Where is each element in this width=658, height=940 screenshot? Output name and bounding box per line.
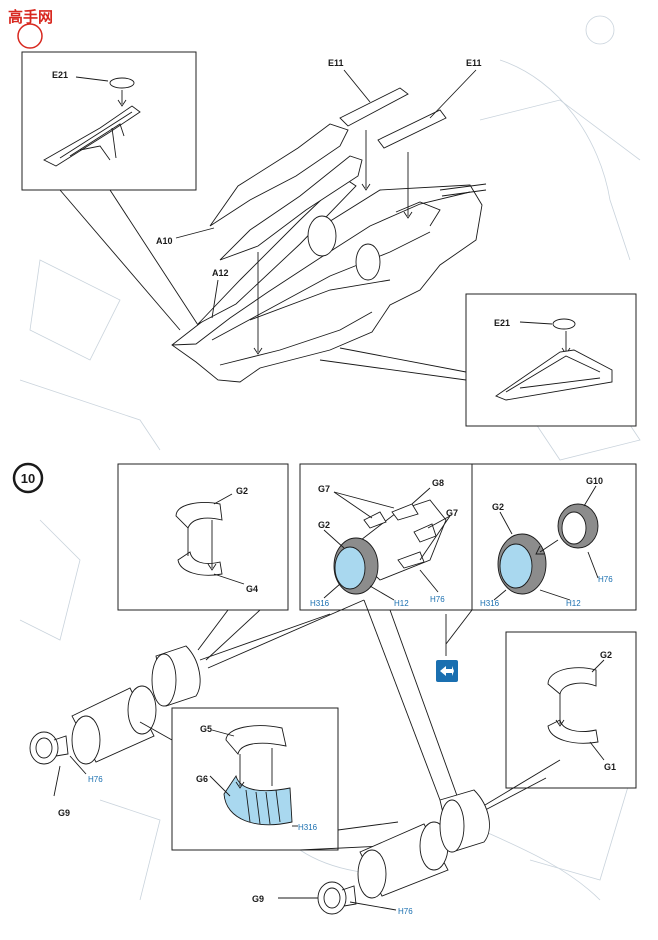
detail-e21-top-left xyxy=(43,76,141,167)
label-g8: G8 xyxy=(432,478,444,488)
label-g9-bottom: G9 xyxy=(252,894,264,904)
label-g5: G5 xyxy=(200,724,212,734)
detail-g2-g10-parts xyxy=(493,485,599,601)
label-g7-left: G7 xyxy=(318,484,330,494)
label-g1: G1 xyxy=(604,762,616,772)
label-a12: A12 xyxy=(212,268,229,278)
label-g2-box4: G2 xyxy=(600,650,612,660)
paint-code-h316-b: H316 xyxy=(480,599,500,608)
exhaust-bottom-assembly xyxy=(278,789,490,915)
detail-g2-g4 xyxy=(117,463,289,611)
label-a10: A10 xyxy=(156,236,173,246)
detail-g2-g4-parts xyxy=(175,493,245,585)
detail-g5-g6-parts xyxy=(209,725,298,827)
leader-inset-right-2 xyxy=(339,347,467,373)
paint-code-h76-b: H76 xyxy=(598,575,613,584)
fuselage-assembly xyxy=(171,123,487,383)
leader-inset-right xyxy=(319,359,467,381)
label-e21-top: E21 xyxy=(52,70,68,80)
step-number: 10 xyxy=(21,471,35,486)
paint-code-h12-b: H12 xyxy=(566,599,581,608)
swap-choice-icon xyxy=(436,609,473,682)
leader-inset-top-left xyxy=(109,189,199,326)
detail-g2-g1 xyxy=(505,631,637,789)
label-e11-left: E11 xyxy=(328,58,344,68)
label-g2-box1: G2 xyxy=(236,486,248,496)
label-e11-right: E11 xyxy=(466,58,482,68)
paint-code-h76-left: H76 xyxy=(88,775,103,784)
detail-g2-g1-parts xyxy=(547,659,605,761)
detail-inset-top-left xyxy=(21,51,197,191)
exhaust-left-assembly xyxy=(29,645,201,797)
label-g10: G10 xyxy=(586,476,603,486)
leader-box5 xyxy=(139,721,173,741)
paint-code-h76-a: H76 xyxy=(430,595,445,604)
label-g4: G4 xyxy=(246,584,258,594)
step-badge: 10 xyxy=(12,462,44,494)
detail-g2-g10 xyxy=(471,463,637,611)
part-e11-right xyxy=(377,69,477,219)
detail-e21-right xyxy=(495,318,613,401)
paint-code-h76-bottom: H76 xyxy=(398,907,413,916)
leader-box2-down xyxy=(363,599,441,801)
leader-inset-top-left-2 xyxy=(59,189,181,331)
leader-box1 xyxy=(197,609,229,651)
watermark-text: 高手网 xyxy=(8,8,53,26)
leader-a12 xyxy=(211,279,219,319)
label-g2-box2: G2 xyxy=(318,520,330,530)
paint-code-h316-a: H316 xyxy=(310,599,330,608)
leader-a10 xyxy=(175,227,215,239)
paint-code-h12-a: H12 xyxy=(394,599,409,608)
part-e11-left xyxy=(339,69,409,191)
label-g7-right: G7 xyxy=(446,508,458,518)
watermark-logo: 高手网 xyxy=(8,8,53,49)
detail-g2-g7-g8-parts xyxy=(323,487,451,601)
paint-code-h316-c: H316 xyxy=(298,823,318,832)
label-g9-left: G9 xyxy=(58,808,70,818)
label-g2-box3: G2 xyxy=(492,502,504,512)
label-e21-right: E21 xyxy=(494,318,510,328)
label-g6: G6 xyxy=(196,774,208,784)
